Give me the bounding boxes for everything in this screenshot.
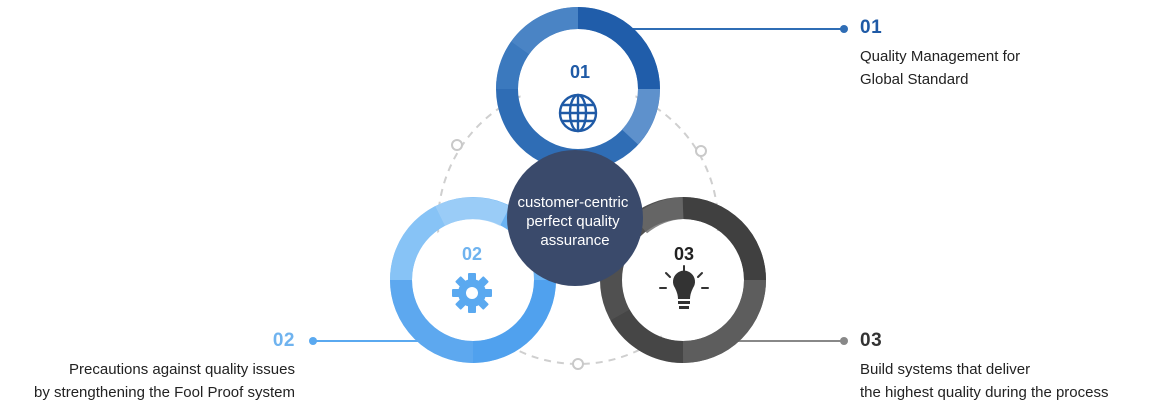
ring-02	[390, 197, 556, 363]
center-circle	[507, 150, 643, 286]
item-01-line-1: Quality Management for	[860, 48, 1021, 65]
item-03-number: 03	[860, 330, 883, 351]
center-text: customer-centric perfect quality assuran…	[517, 194, 632, 249]
ring-01-number: 01	[570, 62, 590, 82]
ring-03-number: 03	[674, 244, 694, 264]
item-02-description: Precautions against quality issues by st…	[34, 358, 295, 404]
item-01-label: 01 Quality Management for Global Standar…	[860, 17, 1020, 91]
globe-icon	[558, 93, 598, 133]
gear-icon	[452, 273, 492, 313]
connector-01	[612, 25, 848, 33]
item-03-description: Build systems that deliver the highest q…	[860, 358, 1109, 404]
ring-01	[495, 6, 660, 171]
item-02-line-2: by strengthening the Fool Proof system	[34, 384, 295, 401]
orbit-node-right	[695, 145, 707, 157]
orbit-node-left	[451, 139, 463, 151]
item-03-label: 03 Build systems that deliver the highes…	[860, 330, 1109, 404]
item-02-number: 02	[272, 330, 295, 351]
item-03-line-2: the highest quality during the process	[860, 384, 1109, 401]
item-03-line-1: Build systems that deliver	[860, 361, 1031, 378]
lightbulb-icon	[659, 265, 709, 309]
orbit-node-bottom	[572, 358, 584, 370]
item-01-line-2: Global Standard	[860, 71, 969, 88]
item-02-line-1: Precautions against quality issues	[69, 361, 295, 378]
ring-02-number: 02	[462, 244, 482, 264]
item-01-number: 01	[860, 17, 883, 38]
item-02-label: 02 Precautions against quality issues by…	[34, 330, 295, 404]
item-01-description: Quality Management for Global Standard	[860, 45, 1020, 91]
